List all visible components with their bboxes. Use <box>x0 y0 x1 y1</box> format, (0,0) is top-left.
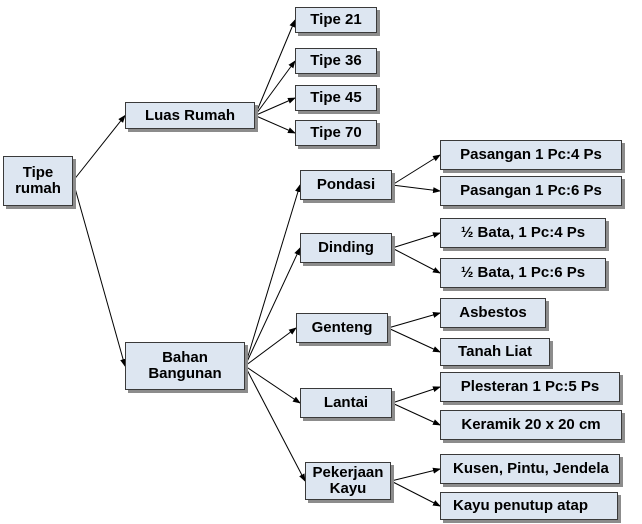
node-tipe-36: Tipe 36 <box>295 48 377 74</box>
node-bata-1-6: ½ Bata, 1 Pc:6 Ps <box>440 258 606 288</box>
node-tanah-liat: Tanah Liat <box>440 338 550 366</box>
edge-luas-rumah-to-tipe-36 <box>254 60 296 116</box>
edge-pondasi-to-pasangan-1-6 <box>391 184 441 194</box>
node-asbestos: Asbestos <box>440 298 546 328</box>
node-genteng: Genteng <box>296 313 388 343</box>
edge-bahan-bangunan-to-pondasi <box>244 184 301 367</box>
node-tipe-rumah: Tipe rumah <box>3 156 73 206</box>
edge-bahan-bangunan-to-dinding <box>244 247 301 367</box>
node-pondasi: Pondasi <box>300 170 392 200</box>
edge-pekerjaan-kayu-to-kayu-penutup <box>390 480 441 507</box>
node-pekerjaan-kayu: Pekerjaan Kayu <box>305 462 391 500</box>
node-kusen: Kusen, Pintu, Jendela <box>440 454 620 484</box>
edge-luas-rumah-to-tipe-21 <box>254 19 296 116</box>
edge-genteng-to-asbestos <box>387 312 441 329</box>
node-luas-rumah: Luas Rumah <box>125 102 255 129</box>
edge-bahan-bangunan-to-pekerjaan-kayu <box>244 365 306 482</box>
node-dinding: Dinding <box>300 233 392 263</box>
node-keramik: Keramik 20 x 20 cm <box>440 410 622 440</box>
edge-luas-rumah-to-tipe-45 <box>254 97 296 116</box>
edge-dinding-to-bata-1-4 <box>391 232 441 249</box>
node-lantai: Lantai <box>300 388 392 418</box>
edge-dinding-to-bata-1-6 <box>391 247 441 274</box>
node-tipe-21: Tipe 21 <box>295 7 377 33</box>
edge-bahan-bangunan-to-lantai <box>244 365 301 404</box>
edge-tipe-rumah-to-bahan-bangunan <box>72 180 126 367</box>
edge-bahan-bangunan-to-genteng <box>244 327 297 367</box>
node-bahan-bangunan: Bahan Bangunan <box>125 342 245 390</box>
node-pasangan-1-4: Pasangan 1 Pc:4 Ps <box>440 140 622 170</box>
node-bata-1-4: ½ Bata, 1 Pc:4 Ps <box>440 218 606 248</box>
edge-pekerjaan-kayu-to-kusen <box>390 467 441 482</box>
node-kayu-penutup: Kayu penutup atap <box>440 492 618 520</box>
edge-genteng-to-tanah-liat <box>387 327 441 353</box>
edge-tipe-rumah-to-luas-rumah <box>72 114 126 182</box>
node-tipe-45: Tipe 45 <box>295 85 377 111</box>
node-tipe-70: Tipe 70 <box>295 120 377 146</box>
node-pasangan-1-6: Pasangan 1 Pc:6 Ps <box>440 176 622 206</box>
edge-lantai-to-plesteran <box>391 386 441 404</box>
edge-luas-rumah-to-tipe-70 <box>254 115 296 134</box>
edge-pondasi-to-pasangan-1-4 <box>391 154 441 186</box>
node-plesteran: Plesteran 1 Pc:5 Ps <box>440 372 620 402</box>
edge-lantai-to-keramik <box>391 402 441 426</box>
